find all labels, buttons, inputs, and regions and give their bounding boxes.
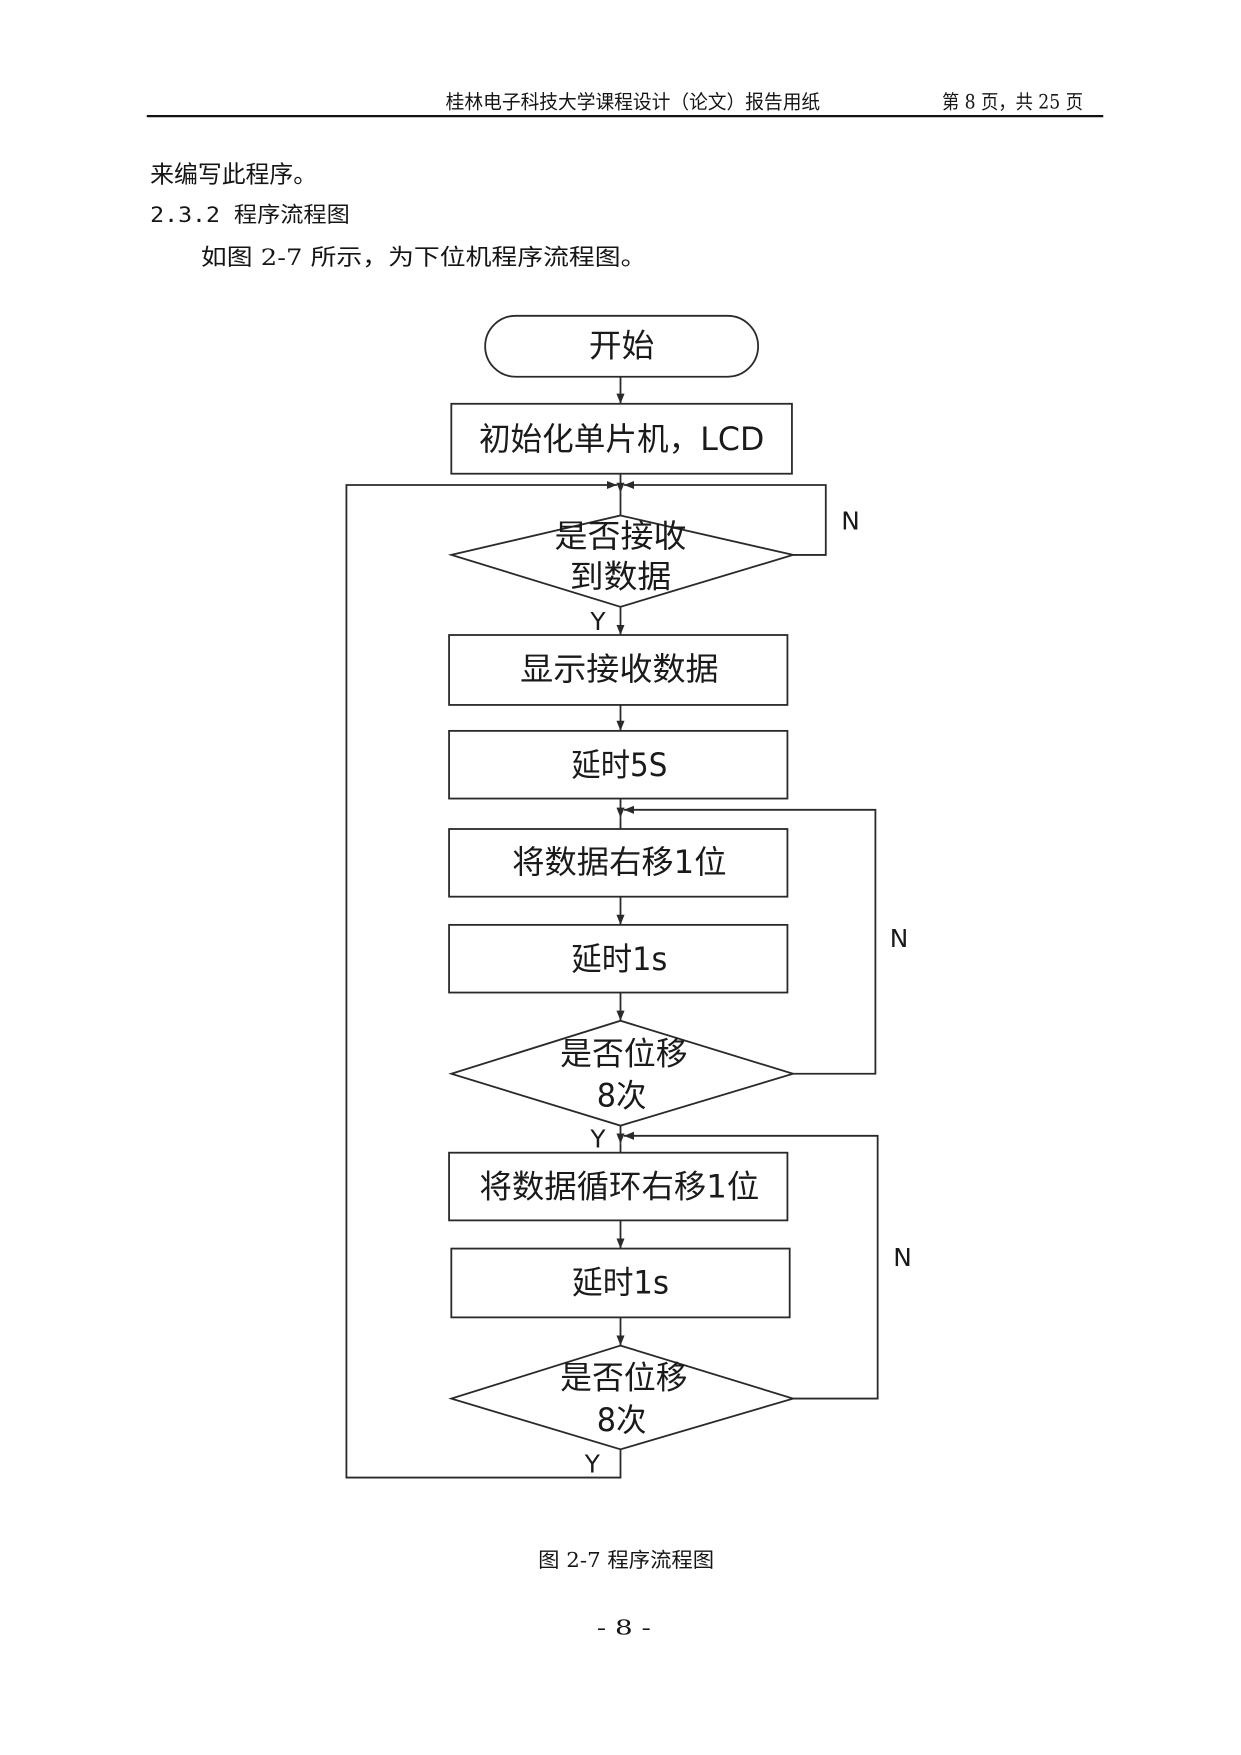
loop-shift-second-no [623,1131,879,1400]
delay-1s-box-second [450,1247,791,1319]
shift-right-box [448,828,789,898]
decision-shift-second-line-2: 8次 [597,1403,647,1439]
decision-receive-yes-label: Y [589,607,606,636]
paragraph-continuation: 来编写此程序。 [150,161,317,189]
decision-receive-line-2: 到数据 [570,559,672,595]
rotate-right-label: 将数据循环右移1位 [480,1170,760,1206]
shift-right-label: 将数据右移1位 [512,845,726,881]
paragraph-intro: 如图 2-7 所示，为下位机程序流程图。 [201,245,647,271]
decision-shift-first-line-1: 是否位移 [560,1037,687,1073]
display-label: 显示接收数据 [520,652,719,688]
decision-shift-first-line-2: 8次 [597,1078,647,1114]
delay-5s-box [448,729,789,800]
delay-1s-label-second: 延时1s [572,1266,669,1302]
page-header: 桂林电子科技大学课程设计（论文）报告用纸 第 8 页，共 25 页 [146,90,1104,118]
decision-shift-first-no-label: N [890,924,909,953]
decision-receive-no-label: N [841,507,860,536]
start-label: 开始 [589,328,654,364]
header-title: 桂林电子科技大学课程设计（论文）报告用纸 [446,90,820,113]
body-text: 来编写此程序。 2.3.2 程序流程图 如图 2-7 所示，为下位机程序流程图。 [150,161,646,271]
init-box [450,402,793,475]
page-number: - 8 - [597,1616,651,1640]
rotate-right-box [448,1151,789,1222]
decision-shift-second-no-label: N [893,1243,912,1272]
loop-shift-first-no [623,805,877,1075]
decision-shift-second-line-1: 是否位移 [560,1360,687,1396]
figure-caption: 图 2-7 程序流程图 [538,1548,714,1572]
header-page-info: 第 8 页，共 25 页 [942,90,1083,113]
section-heading: 2.3.2 程序流程图 [150,203,350,228]
delay-1s-box-first [448,923,789,994]
decision-shift-second-yes-label: Y [584,1450,601,1479]
delay-5s-label: 延时5S [571,748,667,784]
decision-shift-first-yes-label: Y [589,1125,606,1154]
decision-receive-line-1: 是否接收 [555,519,687,555]
delay-1s-label-first: 延时1s [571,942,667,978]
flowchart: 开始 初始化单片机，LCD 是否接收 到数据 N Y 显示接收数据 延时5S [345,314,912,1479]
display-box [448,634,789,706]
loop-main-return [345,480,622,1479]
init-label: 初始化单片机，LCD [479,422,764,458]
start-terminal [484,314,760,378]
loop-receive-no [623,480,827,556]
